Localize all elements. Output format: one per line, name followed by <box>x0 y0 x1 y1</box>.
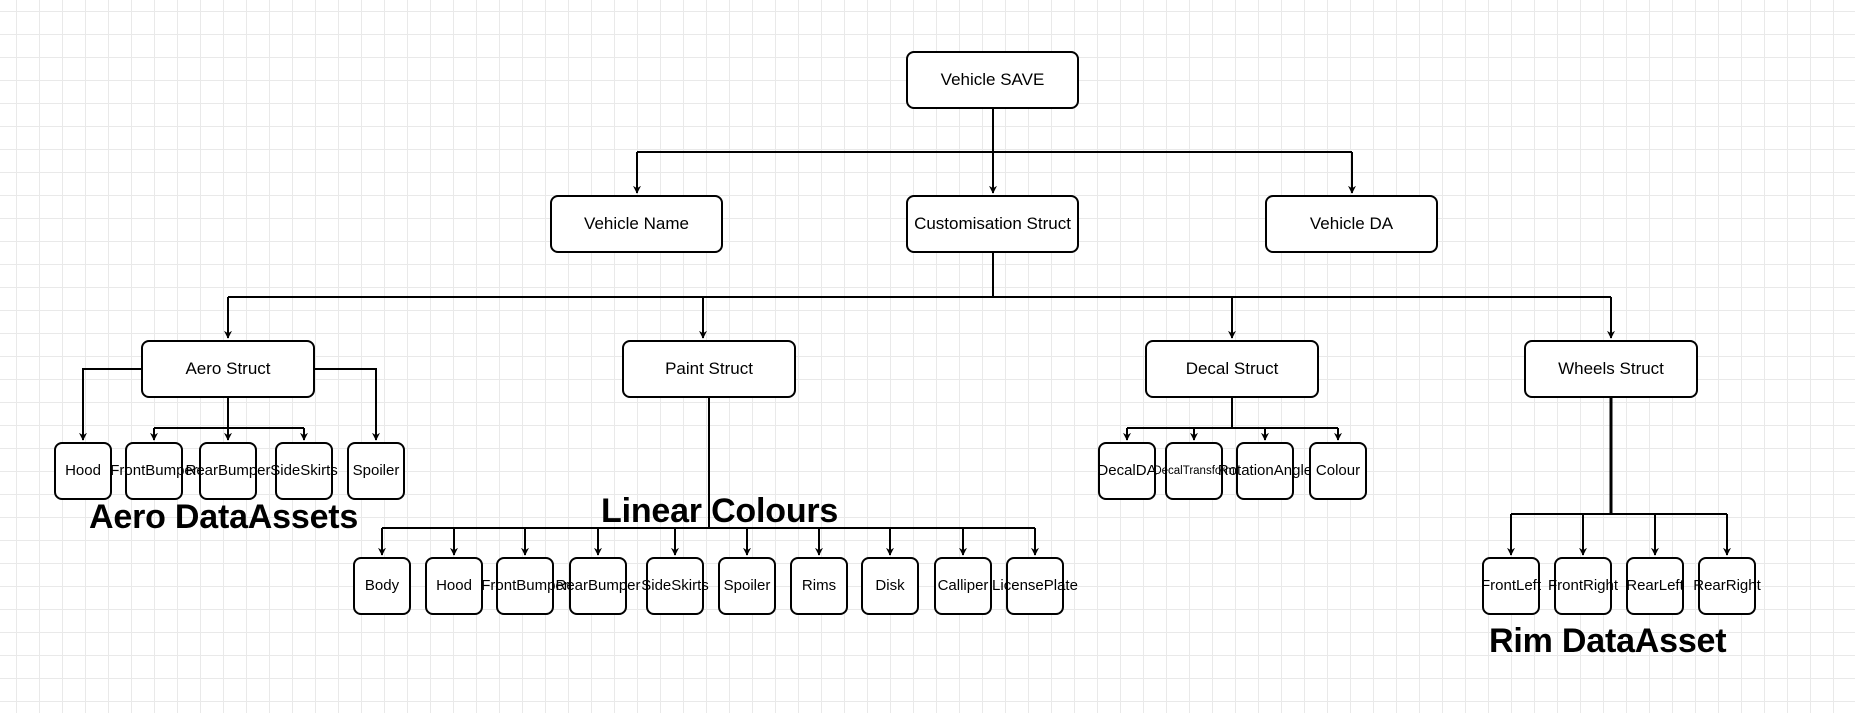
connector-aero-to-hood <box>79 368 141 441</box>
aero-side-skirts-node[interactable]: Side Skirts <box>270 442 338 500</box>
wheel-rear-right-line2: Right <box>1725 576 1761 594</box>
wheel-rear-left-line1: Rear <box>1626 576 1659 594</box>
aero-spoiler-label: Spoiler <box>352 461 400 479</box>
aero-front-bumper-line2: Bumper <box>145 461 198 479</box>
wheel-front-left-line1: Front <box>1480 576 1516 594</box>
paint-side-skirts-line2: Skirts <box>671 576 709 594</box>
paint-struct-label: Paint Struct <box>665 358 753 378</box>
decal-rotation-angle-line2: Angle <box>1273 461 1313 479</box>
paint-body-label: Body <box>364 576 400 594</box>
vehicle-name-node[interactable]: Vehicle Name <box>550 195 723 253</box>
aero-front-bumper-node[interactable]: Front Bumper <box>110 442 198 500</box>
decal-colour-label: Colour <box>1315 461 1361 479</box>
paint-front-bumper-node[interactable]: Front Bumper <box>481 557 569 615</box>
paint-calliper-node[interactable]: Calliper <box>934 557 992 615</box>
decal-transform-line1: Decal <box>1153 464 1183 477</box>
aero-side-skirts-line2: Skirts <box>300 461 338 479</box>
decal-da-line1: Decal <box>1097 461 1136 479</box>
aero-struct-label: Aero Struct <box>185 358 271 378</box>
paint-rear-bumper-line2: Bumper <box>588 576 641 594</box>
decal-transform-line2: Transform <box>1182 464 1235 477</box>
wheels-struct-node[interactable]: Wheels Struct <box>1524 340 1698 398</box>
paint-license-plate-line1: License <box>992 576 1044 594</box>
vehicle-save-label: Vehicle SAVE <box>940 69 1045 89</box>
aero-rear-bumper-line2: Bumper <box>218 461 271 479</box>
paint-spoiler-label: Spoiler <box>723 576 771 594</box>
decal-rotation-angle-line1: Rotation <box>1217 461 1274 479</box>
vehicle-da-label: Vehicle DA <box>1309 213 1394 233</box>
decal-colour-node[interactable]: Colour <box>1309 442 1367 500</box>
vehicle-save-node[interactable]: Vehicle SAVE <box>906 51 1079 109</box>
wheel-rear-right-line1: Rear <box>1693 576 1726 594</box>
linear-colours-annotation: Linear Colours <box>601 492 839 530</box>
aero-dataassets-annotation: Aero DataAssets <box>89 498 359 536</box>
paint-side-skirts-line1: Side <box>641 576 672 594</box>
wheel-rear-right-node[interactable]: Rear Right <box>1693 557 1761 615</box>
wheel-front-right-line2: Right <box>1583 576 1619 594</box>
decal-struct-node[interactable]: Decal Struct <box>1145 340 1319 398</box>
customisation-struct-label: Customisation Struct <box>914 213 1071 233</box>
paint-hood-node[interactable]: Hood <box>425 557 483 615</box>
paint-struct-node[interactable]: Paint Struct <box>622 340 796 398</box>
paint-rear-bumper-node[interactable]: Rear Bumper <box>555 557 641 615</box>
decal-da-node[interactable]: Decal DA <box>1097 442 1157 500</box>
decal-da-line2: DA <box>1135 461 1157 479</box>
aero-front-bumper-line1: Front <box>110 461 146 479</box>
customisation-struct-node[interactable]: Customisation Struct <box>906 195 1079 253</box>
wheel-front-right-node[interactable]: Front Right <box>1548 557 1618 615</box>
paint-rims-node[interactable]: Rims <box>790 557 848 615</box>
aero-spoiler-node[interactable]: Spoiler <box>347 442 405 500</box>
vehicle-da-node[interactable]: Vehicle DA <box>1265 195 1438 253</box>
wheel-front-left-line2: Left <box>1516 576 1542 594</box>
aero-struct-node[interactable]: Aero Struct <box>141 340 315 398</box>
paint-spoiler-node[interactable]: Spoiler <box>718 557 776 615</box>
aero-rear-bumper-node[interactable]: Rear Bumper <box>185 442 271 500</box>
aero-hood-label: Hood <box>65 461 101 479</box>
paint-disk-node[interactable]: Disk <box>861 557 919 615</box>
paint-side-skirts-node[interactable]: Side Skirts <box>641 557 709 615</box>
paint-calliper-label: Calliper <box>937 576 989 594</box>
decal-transform-node[interactable]: Decal Transform <box>1153 442 1235 500</box>
wheel-rear-left-line2: Left <box>1658 576 1684 594</box>
paint-rear-bumper-line1: Rear <box>555 576 588 594</box>
wheel-front-right-line1: Front <box>1547 576 1583 594</box>
aero-hood-node[interactable]: Hood <box>54 442 112 500</box>
wheel-front-left-node[interactable]: Front Left <box>1480 557 1542 615</box>
vehicle-name-label: Vehicle Name <box>584 213 689 233</box>
aero-rear-bumper-line1: Rear <box>185 461 218 479</box>
paint-license-plate-line2: Plate <box>1043 576 1078 594</box>
paint-hood-label: Hood <box>436 576 472 594</box>
paint-disk-label: Disk <box>875 576 905 594</box>
paint-body-node[interactable]: Body <box>353 557 411 615</box>
paint-front-bumper-line2: Bumper <box>516 576 569 594</box>
decal-struct-label: Decal Struct <box>1185 358 1279 378</box>
wheels-struct-label: Wheels Struct <box>1558 358 1664 378</box>
wheel-rear-left-node[interactable]: Rear Left <box>1626 557 1684 615</box>
paint-license-plate-node[interactable]: License Plate <box>992 557 1078 615</box>
paint-front-bumper-line1: Front <box>481 576 517 594</box>
aero-side-skirts-line1: Side <box>270 461 301 479</box>
connector-aero-to-spoiler <box>315 368 380 441</box>
rim-dataasset-annotation: Rim DataAsset <box>1489 622 1727 660</box>
decal-rotation-angle-node[interactable]: Rotation Angle <box>1218 442 1312 500</box>
paint-rims-label: Rims <box>801 576 837 594</box>
